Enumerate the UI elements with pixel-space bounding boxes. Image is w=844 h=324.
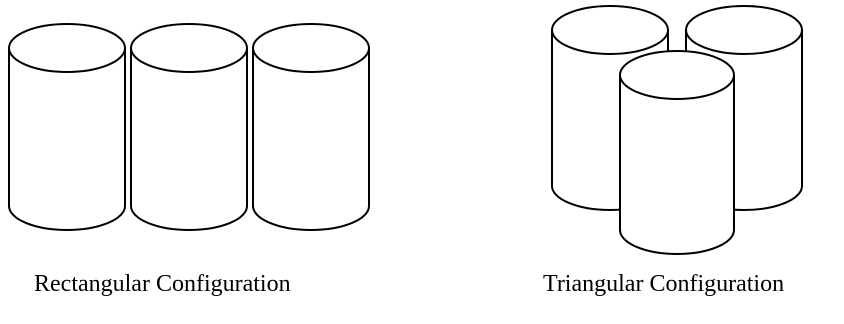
rect-cylinder-2 — [130, 23, 248, 231]
triangular-configuration — [551, 5, 803, 255]
rectangular-configuration — [8, 23, 370, 231]
rect-cylinder-3 — [252, 23, 370, 231]
triangular-configuration-caption: Triangular Configuration — [543, 271, 785, 297]
rectangular-configuration-caption: Rectangular Configuration — [34, 271, 291, 297]
rect-cylinder-1 — [8, 23, 126, 231]
tri-cylinder-front — [619, 50, 735, 255]
